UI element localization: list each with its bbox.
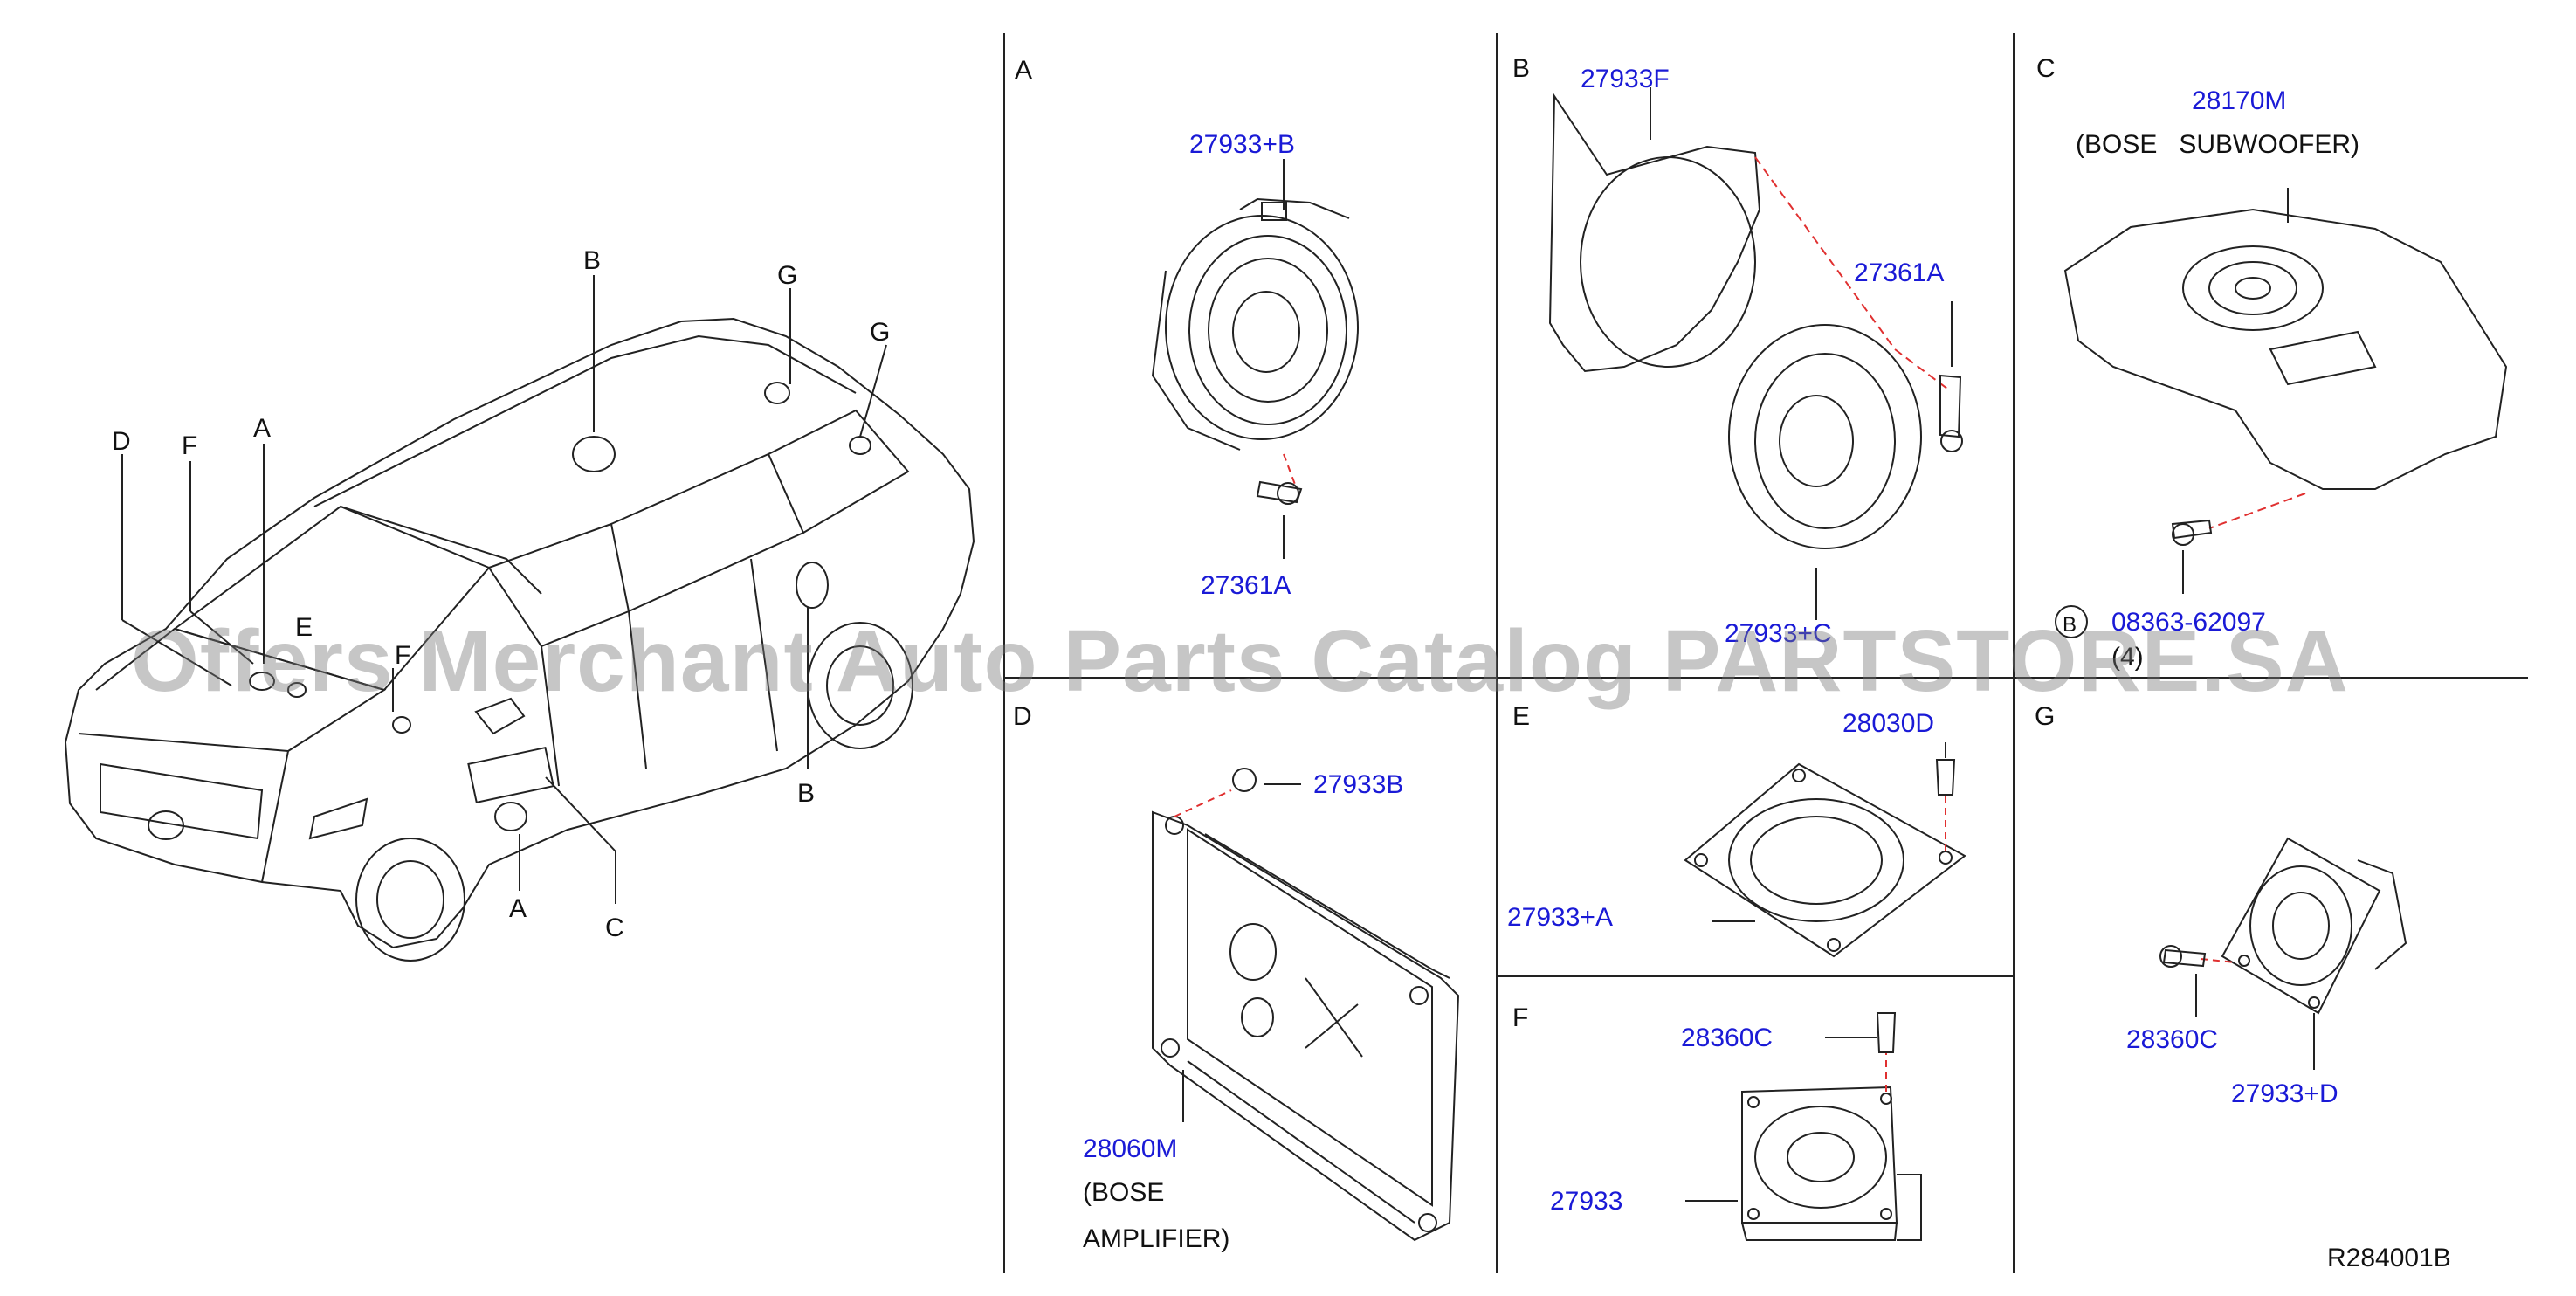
section-f: F 28360C 27933: [1512, 1003, 1922, 1241]
section-e: E 28030D 27933+A: [1507, 702, 1966, 958]
amplifier-note-line1: (BOSE: [1083, 1178, 1164, 1207]
section-a: A 27933+B 27361A: [1015, 56, 1359, 600]
section-letter-f: F: [1512, 1003, 1528, 1032]
section-c: C 28170M (BOSE SUBWOOFER) B 08363-62097 …: [2036, 54, 2508, 672]
callout-e: E: [295, 613, 313, 642]
section-g: G 28360C 27933+D: [2035, 702, 2407, 1108]
part-28170m: 28170M: [2192, 86, 2286, 115]
part-08363-62097: 08363-62097: [2111, 608, 2266, 637]
part-27361a-a: 27361A: [1201, 571, 1291, 600]
rear-speaker-bracket-drawing: [1548, 87, 1963, 620]
callout-b-bottom: B: [797, 779, 815, 808]
panel-dividers: [1003, 33, 2528, 1273]
subwoofer-drawing: [2055, 188, 2508, 638]
diagram-code: R284001B: [2327, 1244, 2451, 1272]
subwoofer-note: (BOSE SUBWOOFER): [2076, 130, 2359, 159]
part-27933-d: 27933+D: [2231, 1079, 2338, 1108]
callout-f-2: F: [395, 641, 410, 670]
bolt-marker-b: B: [2063, 613, 2077, 637]
section-d: D 27933B 28060M (BOSE AMPLIFIER): [1013, 702, 1460, 1253]
bolt-qty: (4): [2111, 643, 2144, 672]
callout-d: D: [112, 427, 131, 456]
callout-g-2: G: [870, 318, 890, 347]
part-27933: 27933: [1550, 1187, 1622, 1216]
part-27933-c: 27933+C: [1725, 619, 1832, 648]
section-letter-b: B: [1512, 54, 1530, 83]
callout-g-1: G: [777, 261, 797, 290]
section-letter-d: D: [1013, 702, 1032, 731]
amplifier-note-line2: AMPLIFIER): [1083, 1224, 1229, 1253]
callout-a-top: A: [253, 414, 271, 443]
part-27933f: 27933F: [1581, 65, 1670, 93]
part-27361a-b: 27361A: [1854, 259, 1944, 287]
front-door-speaker-drawing: [1151, 159, 1359, 559]
section-b: B 27933F 27361A 27933+C: [1512, 54, 1963, 648]
part-27933b: 27933B: [1313, 770, 1403, 799]
callout-f: F: [182, 431, 197, 460]
callout-c: C: [605, 913, 624, 942]
amplifier-drawing: [1152, 768, 1460, 1242]
center-speaker-drawing: [1685, 1012, 1922, 1241]
tweeter-drawing: [1684, 742, 1966, 958]
part-28060m: 28060M: [1083, 1134, 1177, 1163]
section-letter-a: A: [1015, 56, 1032, 85]
part-28360c-g: 28360C: [2126, 1025, 2218, 1054]
part-27933-a: 27933+A: [1507, 903, 1613, 932]
part-28360c-f: 28360C: [1681, 1024, 1773, 1052]
rear-tweeter-drawing: [2159, 837, 2407, 1070]
part-28030d: 28030D: [1842, 709, 1934, 738]
section-letter-c: C: [2036, 54, 2056, 83]
callout-b-top: B: [583, 246, 601, 275]
part-27933-b: 27933+B: [1189, 130, 1295, 159]
callout-a-bottom: A: [509, 894, 527, 923]
section-letter-e: E: [1512, 702, 1530, 731]
vehicle-overview: [64, 275, 975, 962]
overview-callouts: B G G D F A E F B A C: [112, 246, 890, 942]
section-letter-g: G: [2035, 702, 2055, 731]
